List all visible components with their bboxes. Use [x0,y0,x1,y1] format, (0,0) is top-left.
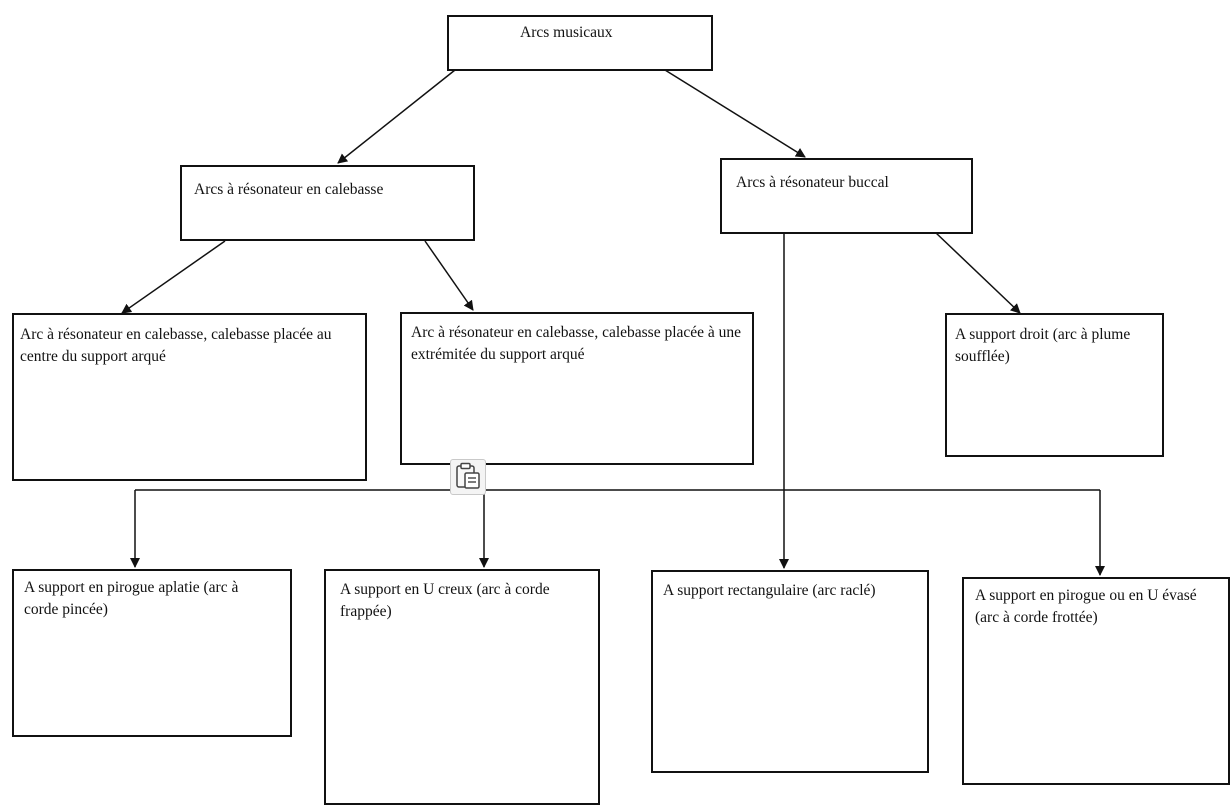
arrow-root-to-buccal [664,69,806,158]
arrow-buccal-to-straight [934,231,1021,314]
support-rectangulaire-node [651,570,929,773]
buccal-straight-label: A support droit (arc à plume soufflée) [955,326,1131,365]
arrow-root-to-calebasse [337,69,456,164]
arrow-calebasse-to-center [121,240,226,314]
support-pirogue-evase-node [962,577,1230,785]
support-u-creux-label: A support en U creux (arc à corde frappé… [340,581,550,620]
buccal-straight-node [945,313,1164,457]
support-pirogue-evase-label: A support en pirogue ou en U évasé (arc … [975,587,1197,626]
calebasse-center-node [12,313,367,481]
calebasse-center-label: Arc à résonateur en calebasse, calebasse… [20,326,332,365]
calebasse-extremity-node [400,312,754,465]
clipboard-paste-icon[interactable] [450,459,486,495]
root-node [447,15,713,71]
support-rectangulaire-label: A support rectangulaire (arc raclé) [663,582,876,599]
category-calebasse [180,165,475,241]
category-buccal-label: Arcs à résonateur buccal [736,174,889,191]
category-buccal [720,158,973,234]
support-pirogue-aplatie-label: A support en pirogue aplatie (arc à cord… [24,579,239,618]
support-pirogue-aplatie-node [12,569,292,737]
category-calebasse-label: Arcs à résonateur en calebasse [194,181,384,198]
root-node-label: Arcs musicaux [520,24,613,41]
calebasse-extremity-label: Arc à résonateur en calebasse, calebasse… [411,324,742,363]
support-u-creux-node [324,569,600,805]
arrow-calebasse-to-extremity [424,240,474,311]
